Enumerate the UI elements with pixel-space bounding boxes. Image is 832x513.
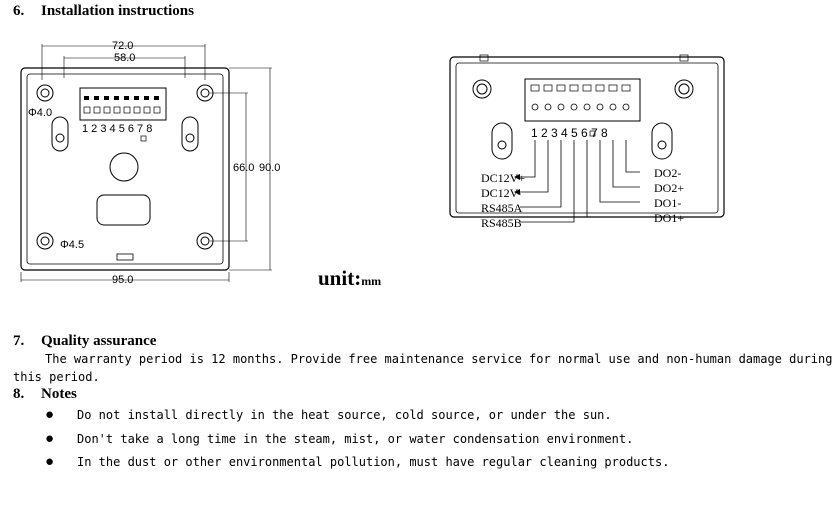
label-do2-minus: DO2- xyxy=(654,166,682,180)
dim-height-inner: 66.0 xyxy=(233,162,254,174)
wiring-diagram: 1 2 3 4 5 6 7 8 xyxy=(449,54,725,223)
dimension-drawing: 72.0 58.0 Φ4.0 1 2 3 4 5 6 7 8 Φ4.5 66.0… xyxy=(20,40,280,286)
bullet-icon: ● xyxy=(45,431,55,447)
section-7-heading: 7. Quality assurance xyxy=(13,333,156,350)
section-title: Notes xyxy=(41,386,77,402)
list-item: ● In the dust or other environmental poll… xyxy=(45,453,669,476)
bullet-icon: ● xyxy=(45,454,55,470)
section-6-heading: 6. Installation instructions xyxy=(13,3,194,20)
dim-hole-bottom: Φ4.5 xyxy=(60,239,84,251)
warranty-text-line2: this period. xyxy=(13,370,100,384)
terminal-numbers-left: 1 2 3 4 5 6 7 8 xyxy=(82,123,152,135)
label-do2-plus: DO2+ xyxy=(654,181,685,195)
bullet-icon: ● xyxy=(45,407,55,423)
unit-colon: : xyxy=(354,266,362,290)
section-number: 7. xyxy=(13,333,25,349)
unit-value: mm xyxy=(361,274,382,288)
label-dc12v-minus: DC12V- xyxy=(481,186,522,200)
note-text: Do not install directly in the heat sour… xyxy=(77,408,612,422)
label-rs485b: RS485B xyxy=(481,216,522,230)
warranty-text-line1: The warranty period is 12 months. Provid… xyxy=(45,352,832,366)
note-text: In the dust or other environmental pollu… xyxy=(77,455,670,469)
dim-width-outer: 72.0 xyxy=(112,40,133,52)
terminal-numbers-right: 1 2 3 4 5 6 7 8 xyxy=(531,126,608,140)
list-item: ● Do not install directly in the heat sou… xyxy=(45,406,669,430)
section-title: Quality assurance xyxy=(41,333,157,349)
unit-label: unit:mm xyxy=(318,266,381,291)
label-do1-minus: DO1- xyxy=(654,196,682,210)
section-number: 6. xyxy=(13,3,25,19)
section-8-heading: 8. Notes xyxy=(13,386,77,403)
note-text: Don't take a long time in the steam, mis… xyxy=(77,432,634,446)
dim-width-inner: 58.0 xyxy=(114,52,135,64)
section-number: 8. xyxy=(13,386,25,402)
label-rs485a: RS485A xyxy=(481,201,523,215)
label-dc12v-plus: DC12V+ xyxy=(481,171,526,185)
list-item: ● Don't take a long time in the steam, mi… xyxy=(45,430,669,453)
dim-hole-top: Φ4.0 xyxy=(28,107,52,119)
label-do1-plus: DO1+ xyxy=(654,211,685,225)
notes-list: ● Do not install directly in the heat sou… xyxy=(45,406,669,476)
dim-base: 95.0 xyxy=(112,274,133,286)
dim-height-outer: 90.0 xyxy=(259,162,280,174)
section-title: Installation instructions xyxy=(41,3,194,19)
unit-word: unit xyxy=(318,266,355,290)
